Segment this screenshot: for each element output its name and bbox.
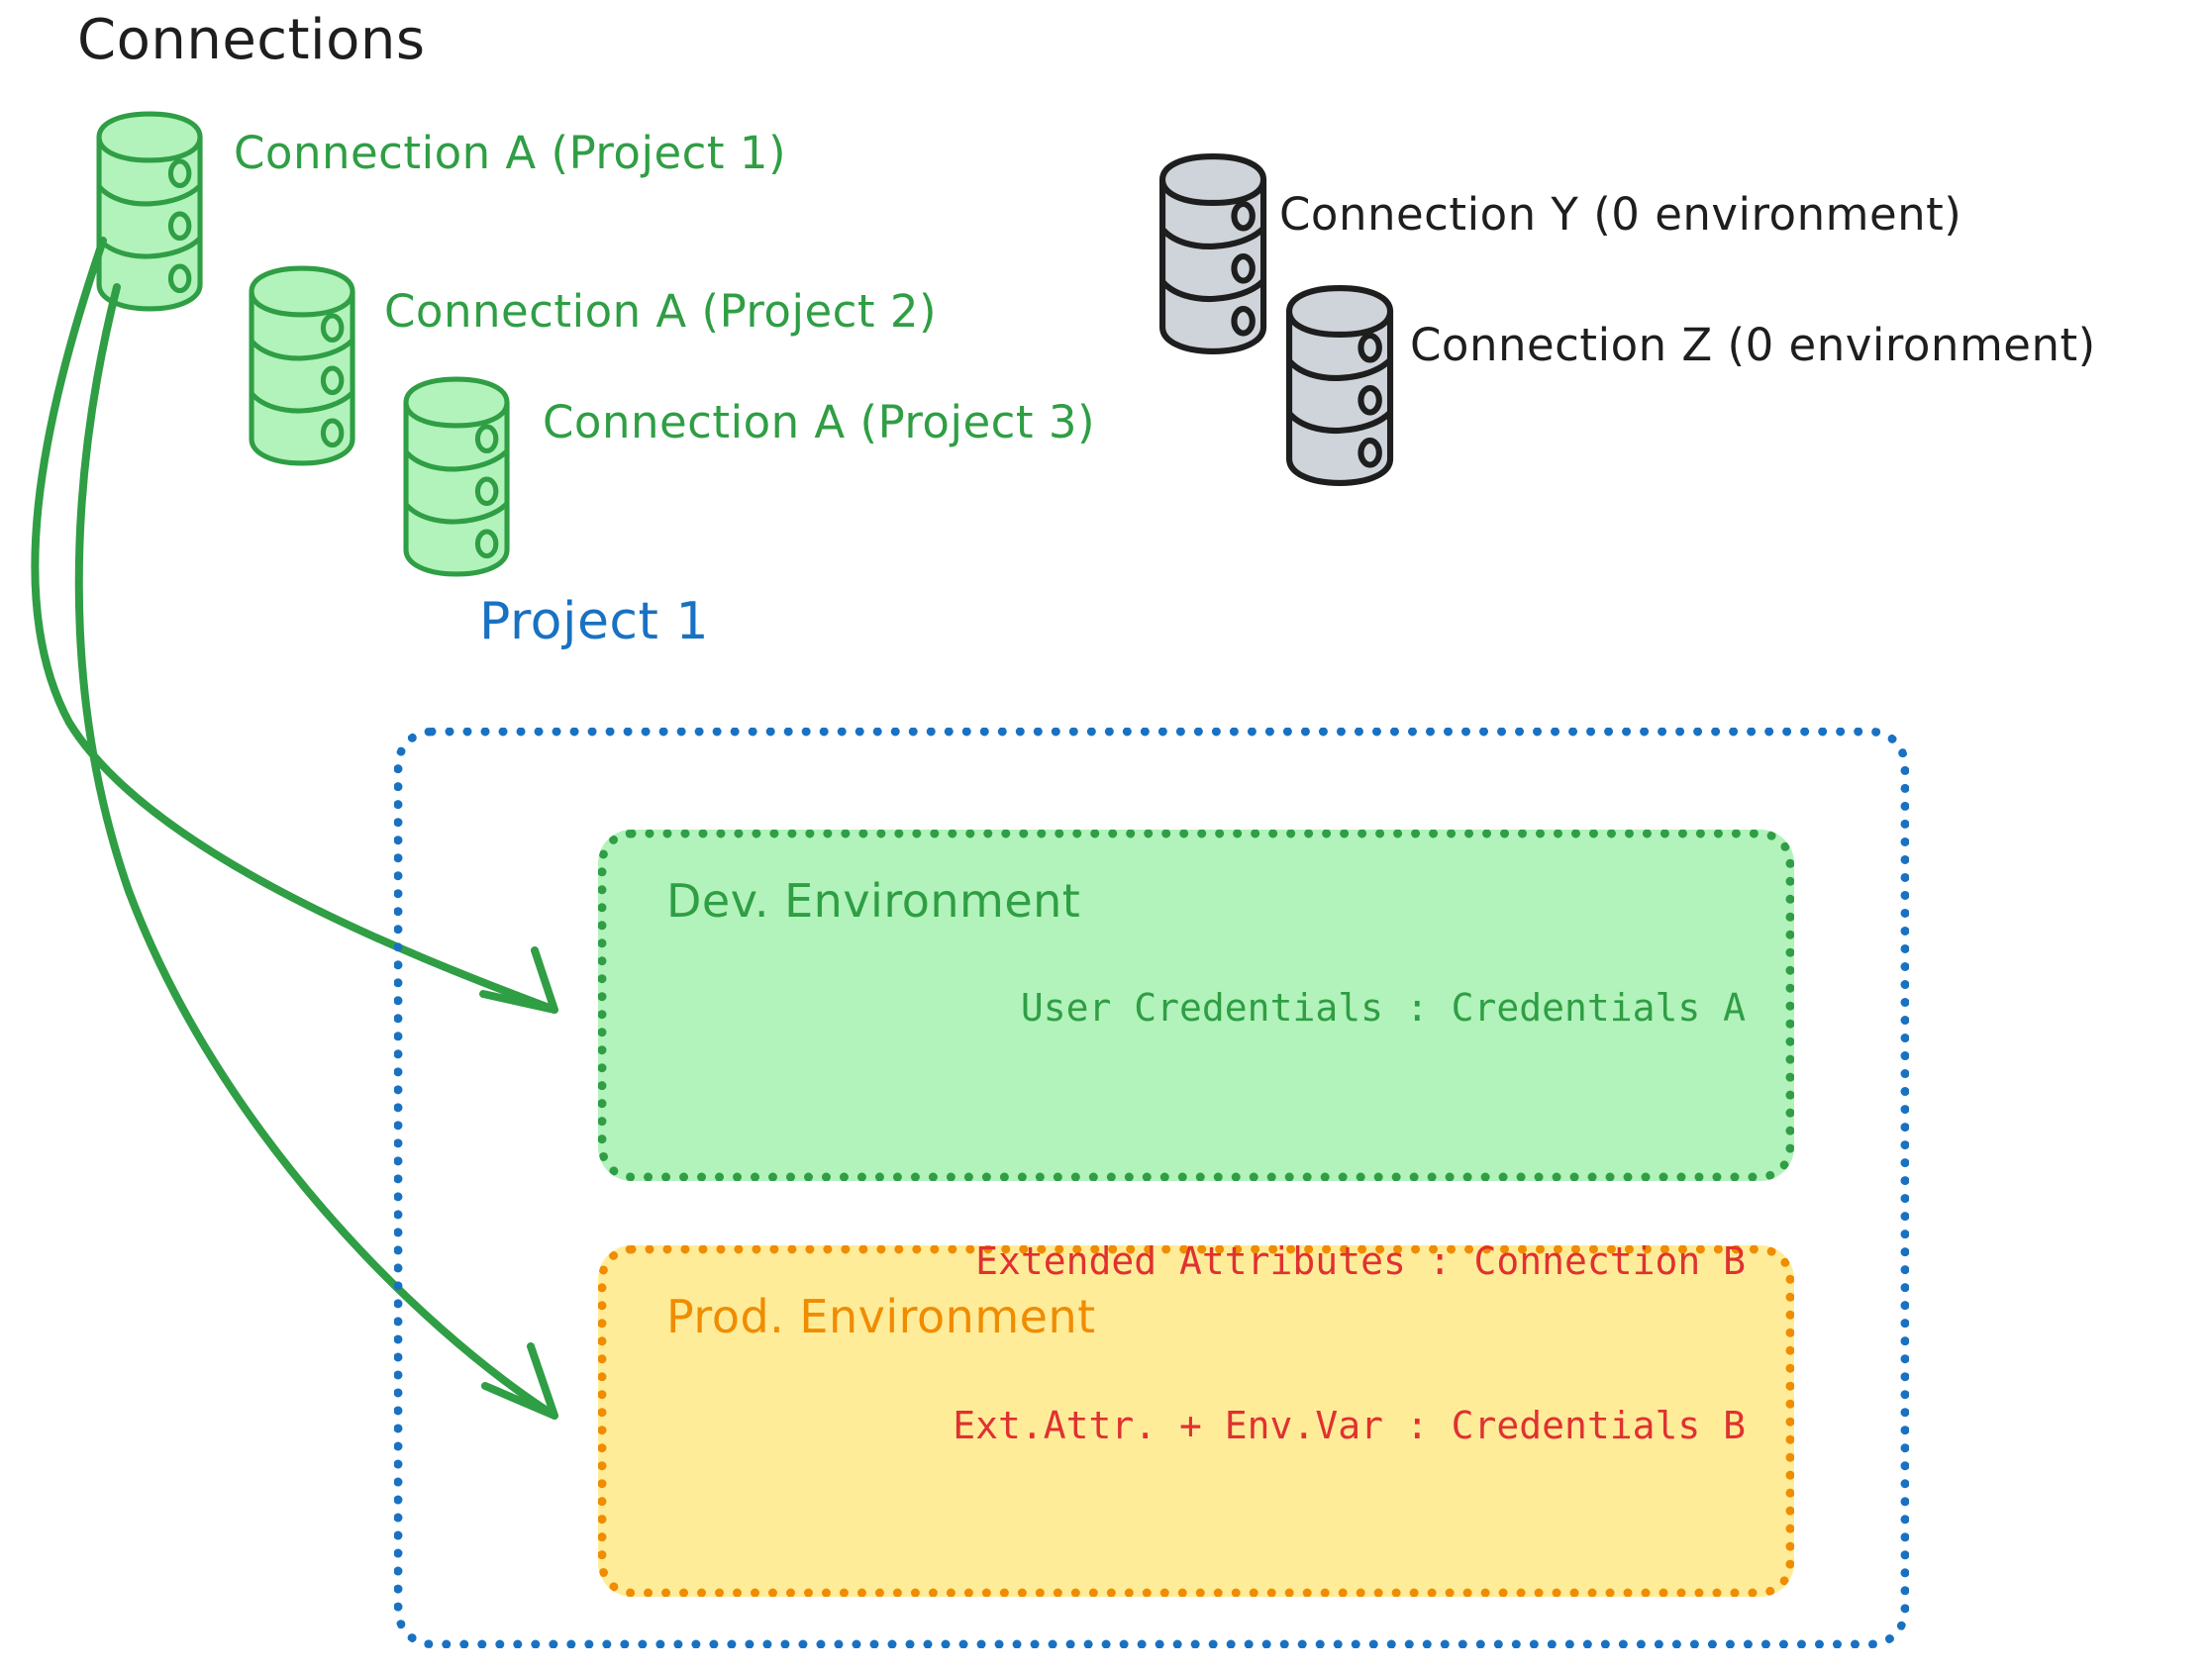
connection-label-y: Connection Y (0 environment) bbox=[1279, 188, 1962, 241]
dev-environment-title: Dev. Environment bbox=[666, 874, 1081, 928]
prod-environment-line-2: Ext.Attr. + Env.Var : Credentials B bbox=[953, 1403, 1746, 1447]
prod-environment-line-1: Extended Attributes : Connection B bbox=[975, 1239, 1746, 1284]
connection-label-a-project-2: Connection A (Project 2) bbox=[384, 285, 938, 338]
dev-environment-details: User Credentials : Credentials A bbox=[1021, 872, 1746, 1144]
database-icon-connection-a-project-3 bbox=[406, 379, 507, 574]
prod-environment-title: Prod. Environment bbox=[666, 1290, 1096, 1343]
connection-label-a-project-1: Connection A (Project 1) bbox=[234, 127, 787, 179]
prod-environment-details: Extended Attributes : Connection B Ext.A… bbox=[953, 1126, 1746, 1562]
database-icon-connection-a-project-1 bbox=[99, 114, 200, 309]
project-title: Project 1 bbox=[479, 592, 710, 651]
page-title: Connections bbox=[77, 8, 426, 72]
prod-environment-box[interactable]: Prod. Environment Extended Attributes : … bbox=[598, 1239, 1794, 1597]
database-icon-connection-y bbox=[1162, 156, 1263, 351]
database-icon-connection-z bbox=[1289, 288, 1390, 483]
dev-environment-box[interactable]: Dev. Environment User Credentials : Cred… bbox=[598, 830, 1794, 1181]
dev-environment-line-1: User Credentials : Credentials A bbox=[1020, 985, 1746, 1030]
connection-label-a-project-3: Connection A (Project 3) bbox=[543, 396, 1096, 448]
project-container bbox=[394, 728, 1909, 1648]
database-icon-connection-a-project-2 bbox=[251, 268, 352, 463]
connection-label-z: Connection Z (0 environment) bbox=[1410, 319, 2096, 371]
